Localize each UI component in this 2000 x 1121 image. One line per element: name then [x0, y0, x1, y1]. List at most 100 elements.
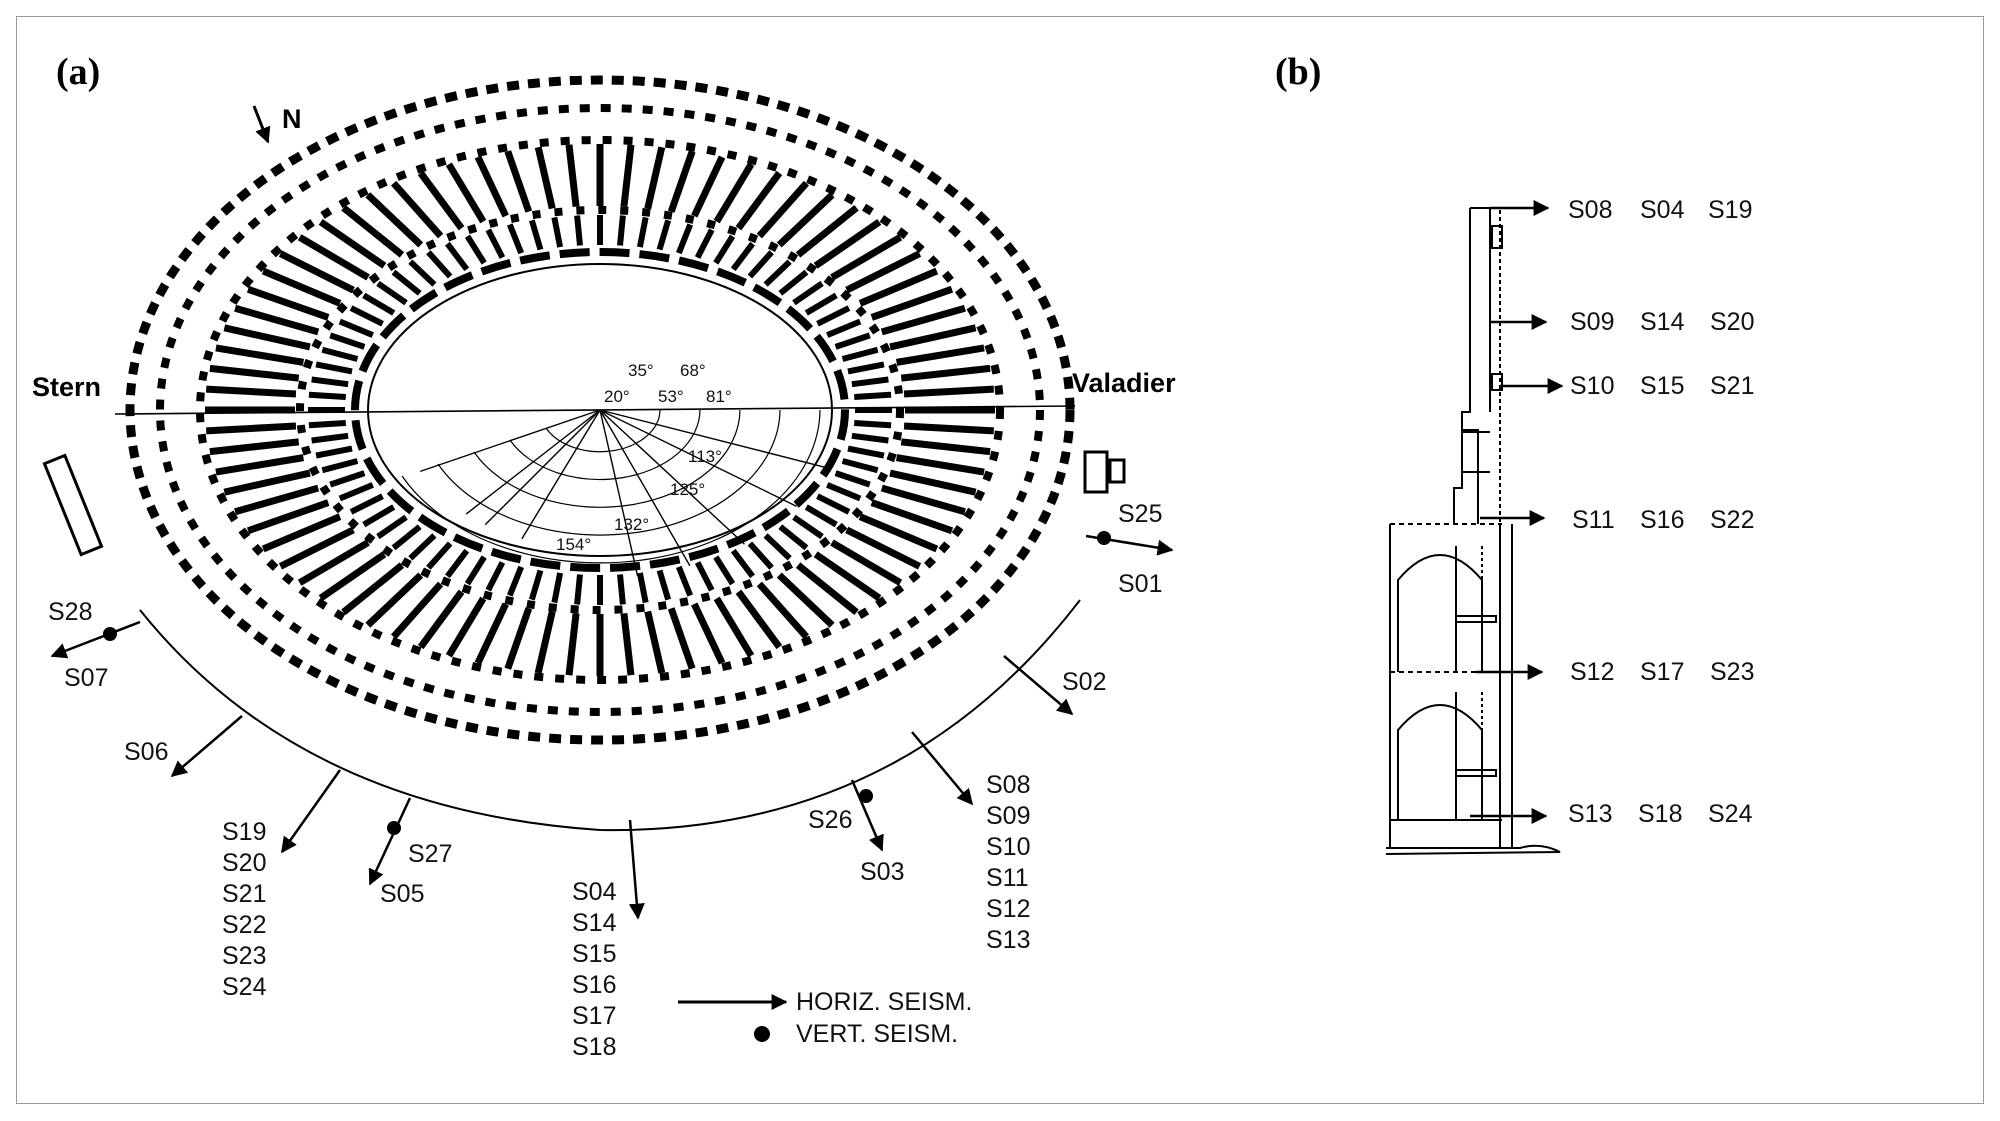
- radial-wall: [390, 180, 444, 239]
- radial-wall: [870, 285, 954, 321]
- radial-wall: [713, 162, 755, 224]
- radial-wall-inner: [321, 458, 359, 474]
- radial-wall-inner: [656, 219, 672, 251]
- radial-wall-inner: [376, 514, 408, 540]
- attic-cornice: [1491, 225, 1503, 249]
- section-row-2: S09 S14 S20: [1570, 308, 1754, 336]
- section-label: S18: [1638, 800, 1682, 828]
- fan-line: [599, 409, 691, 567]
- radial-wall: [691, 602, 726, 665]
- radial-wall-inner: [426, 541, 453, 570]
- angle-fan: [401, 409, 826, 577]
- fan-arc: [473, 409, 741, 508]
- section-label: S08: [1568, 196, 1612, 224]
- radial-wall: [880, 484, 966, 516]
- radial-wall-inner: [574, 215, 583, 246]
- upper-arch: [1397, 554, 1483, 672]
- radial-wall-inner: [778, 269, 809, 296]
- group-right-item: S13: [986, 926, 1030, 954]
- radial-wall: [445, 596, 487, 658]
- radial-wall: [776, 572, 835, 628]
- radial-wall-inner: [376, 280, 408, 306]
- group-left-item: S21: [222, 880, 266, 908]
- radial-wall-inner: [338, 318, 374, 338]
- radial-wall: [223, 469, 311, 496]
- angle-68: 68°: [680, 361, 706, 380]
- radial-wall-inner: [792, 280, 824, 306]
- s08-s13-arrow: [911, 731, 974, 806]
- lower-arch-rail: [1455, 769, 1497, 777]
- radial-wall: [870, 499, 954, 535]
- label-s25: S25: [1118, 500, 1162, 528]
- fan-line: [599, 409, 797, 507]
- radial-wall-inner: [747, 250, 774, 279]
- radial-wall: [261, 267, 342, 307]
- group-center-item: S04: [572, 878, 617, 906]
- radial-wall-inner: [362, 292, 396, 316]
- plan-rings: [125, 75, 1075, 745]
- radial-wall-inner: [315, 361, 353, 375]
- section-row-5: S12 S17 S23: [1570, 658, 1754, 686]
- plan-ring: [296, 206, 904, 614]
- section-row-1: S08 S04 S19: [1568, 196, 1752, 224]
- section-label: S13: [1568, 800, 1612, 828]
- angle-125: 125°: [670, 480, 705, 499]
- plan-ring: [156, 104, 1044, 716]
- radial-wall: [318, 551, 387, 601]
- attic-outline: [1453, 208, 1471, 524]
- label-s06: S06: [124, 738, 168, 766]
- radial-wall-inner: [847, 361, 885, 375]
- radial-wall: [845, 250, 922, 294]
- radial-wall: [390, 581, 444, 640]
- radial-wall: [903, 422, 994, 435]
- radial-wall-inner: [617, 215, 626, 246]
- radial-wall: [234, 484, 320, 516]
- group-center-item: S18: [572, 1033, 616, 1061]
- section-label: S23: [1710, 658, 1754, 686]
- radial-wall: [223, 324, 311, 351]
- section-label: S17: [1640, 658, 1684, 686]
- figure-frame: [16, 16, 1984, 1104]
- fan-arc: [437, 409, 781, 536]
- radial-wall: [474, 602, 509, 665]
- north-arrow-icon: [252, 105, 271, 144]
- label-s07: S07: [64, 664, 108, 692]
- group-right-item: S08: [986, 771, 1030, 799]
- radial-wall-inner: [485, 561, 506, 592]
- group-right-item: S09: [986, 802, 1030, 830]
- s05-arrow: [368, 797, 412, 886]
- radial-wall-inner: [656, 569, 672, 601]
- radial-wall: [830, 234, 903, 281]
- radial-wall-inner: [763, 533, 792, 561]
- section-label: S09: [1570, 308, 1614, 336]
- section-label: S12: [1570, 658, 1614, 686]
- station-group-right: S08 S09 S10 S11 S12 S13: [986, 771, 1030, 954]
- wall-section: S08 S04 S19 S09 S14 S20 S10 S15 S21 S11 …: [1385, 196, 1754, 855]
- radial-wall: [206, 422, 297, 435]
- label-s26: S26: [808, 806, 852, 834]
- radial-wall: [504, 150, 533, 213]
- radial-wall-inner: [841, 346, 879, 362]
- stern-buttress: [42, 453, 104, 557]
- radial-wall-inner: [485, 228, 506, 259]
- radial-wall: [246, 499, 330, 535]
- fan-arc: [401, 409, 821, 564]
- radial-wall-inner: [617, 574, 626, 605]
- radial-wall-inner: [551, 216, 564, 248]
- radial-wall-inner: [528, 569, 544, 601]
- upper-storey: [1461, 412, 1479, 524]
- s28-dot: [103, 627, 117, 641]
- radial-wall: [644, 610, 666, 674]
- radial-wall-inner: [349, 493, 384, 515]
- group-left-item: S24: [222, 973, 267, 1001]
- radial-wall-inner: [315, 445, 353, 459]
- valadier-buttress-cap: [1108, 458, 1126, 484]
- radial-wall-inner: [854, 391, 892, 401]
- radial-wall-inner: [311, 376, 349, 388]
- radial-wall: [565, 144, 580, 208]
- s03-arrow: [850, 779, 884, 852]
- radial-wall: [318, 219, 387, 269]
- section-label: S24: [1708, 800, 1753, 828]
- group-right-item: S12: [986, 895, 1030, 923]
- radial-wall: [474, 155, 509, 218]
